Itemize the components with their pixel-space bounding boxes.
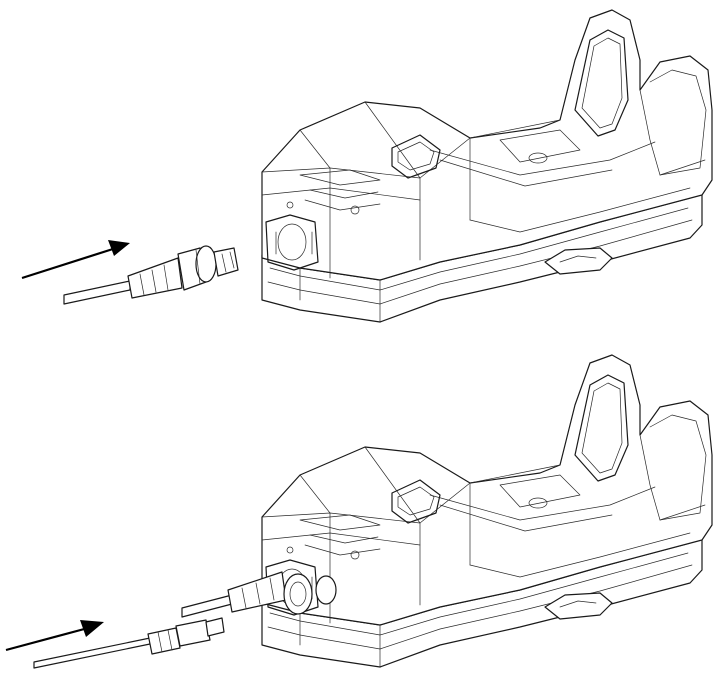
arrow-icon	[5, 620, 104, 652]
cradle-top	[261, 9, 713, 323]
cradle-bottom	[261, 354, 713, 668]
auxiliary-plug-bottom	[33, 617, 225, 669]
cable-inserted-bottom	[181, 571, 337, 618]
cable-connector-top	[63, 245, 239, 305]
arrow-icon	[21, 240, 130, 280]
